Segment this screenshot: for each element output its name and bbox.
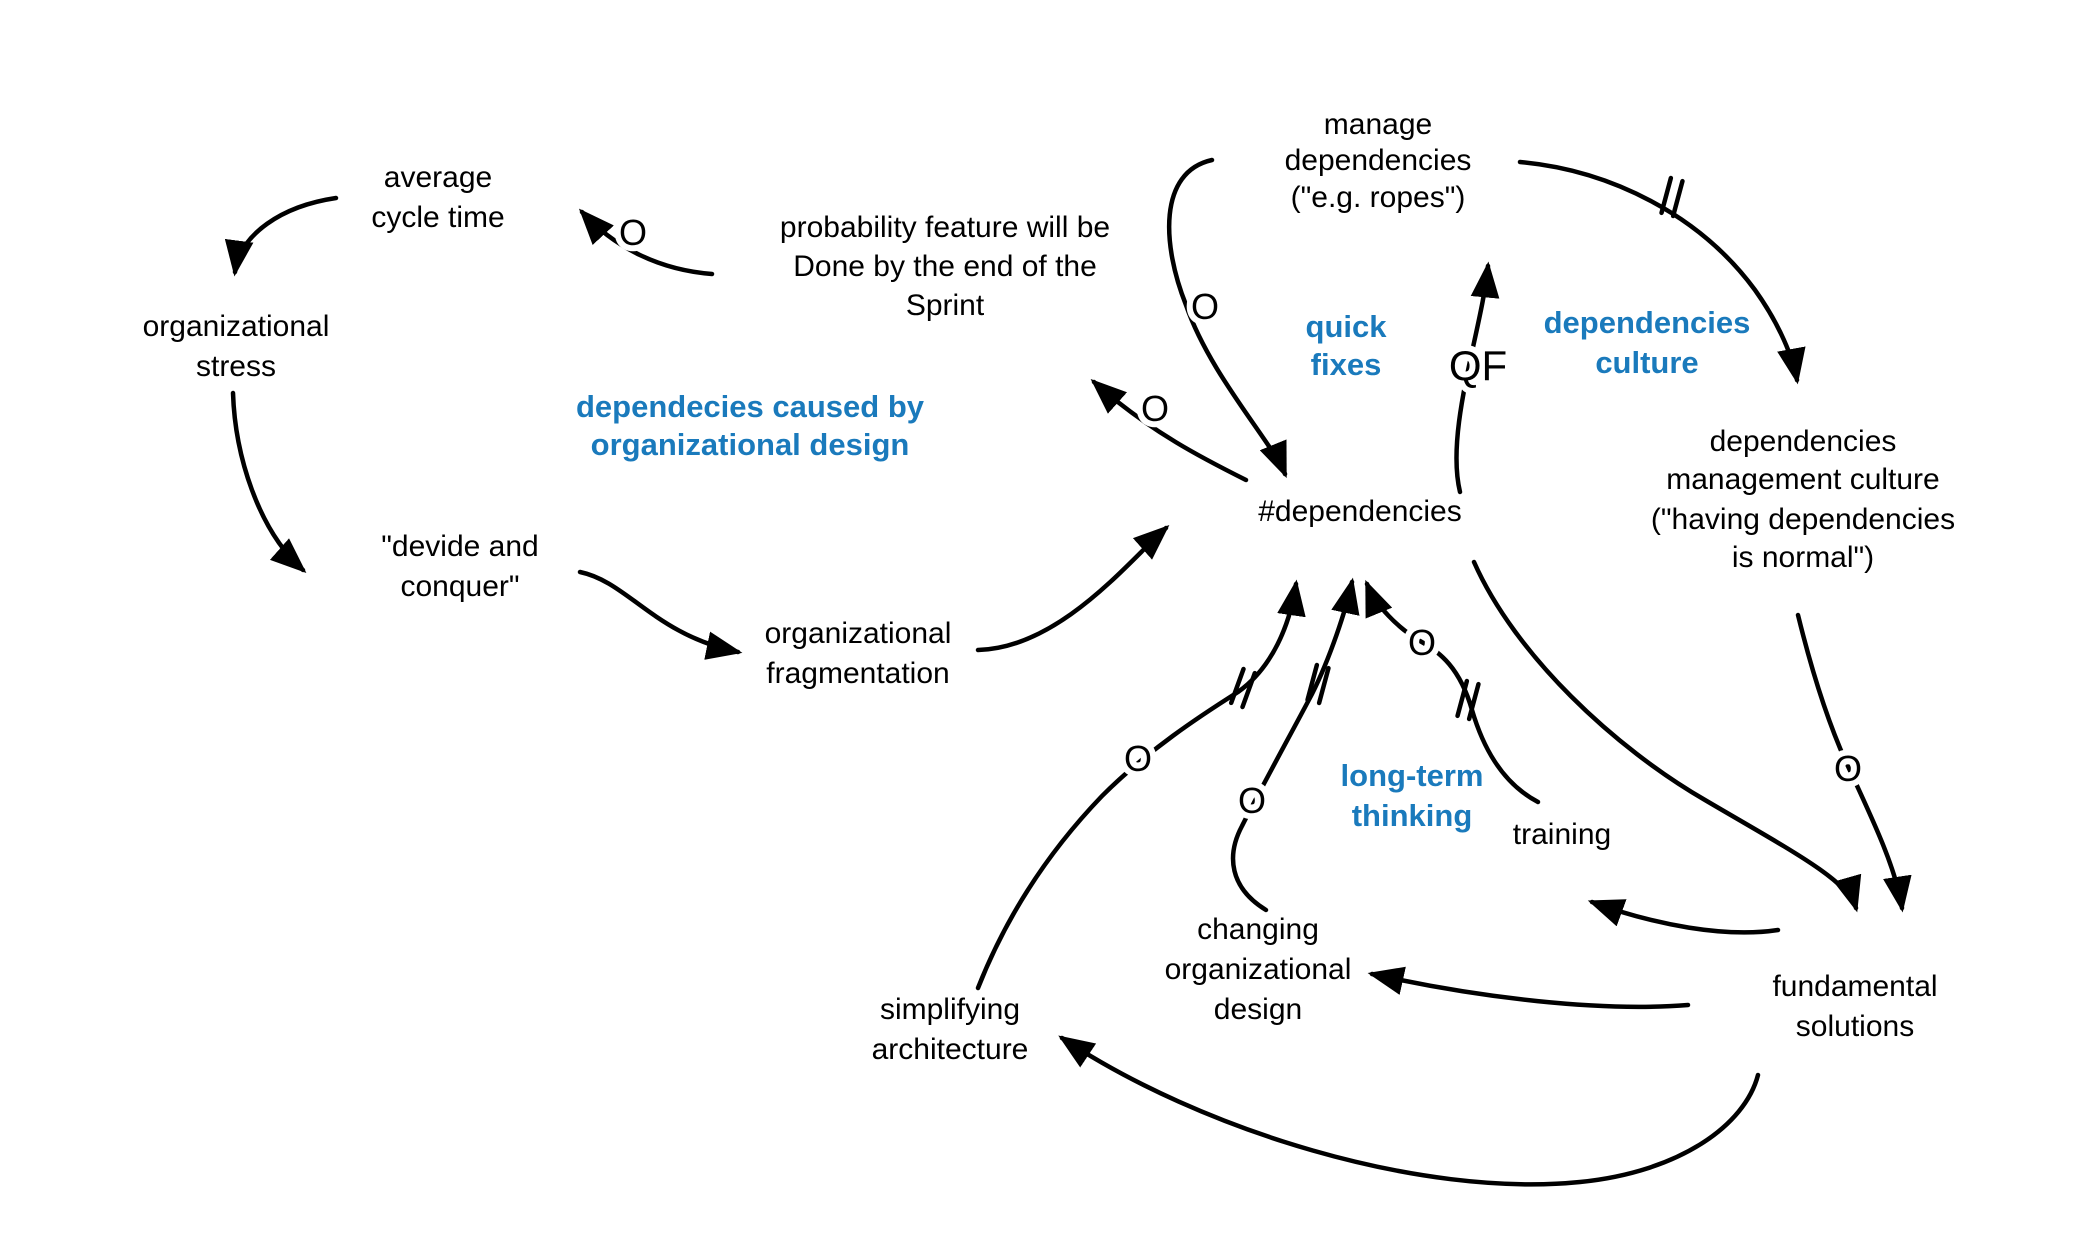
loop-captions: dependecies caused by organizational des… (576, 305, 1750, 833)
polarity-o-changing-to-dependencies: O (1238, 780, 1266, 821)
caption-caused-by-line2: organizational design (591, 427, 910, 462)
arrow-organizational-fragmentation-to-dependencies (975, 525, 1170, 653)
node-simplifying-architecture: simplifying architecture (872, 993, 1029, 1066)
node-fundamental-solutions: fundamental solutions (1772, 970, 1937, 1043)
node-simplifying-architecture-line1: simplifying (880, 993, 1020, 1026)
arrow-changing-org-design-to-dependencies (1230, 577, 1360, 913)
caption-caused-by-line1: dependecies caused by (576, 389, 925, 424)
node-organizational-stress-line2: stress (196, 350, 276, 383)
caption-dependencies-culture-line1: dependencies (1544, 305, 1751, 340)
node-dependencies-mgmt-culture-line4: is normal") (1732, 541, 1874, 574)
arrow-probability-to-average-cycle-time (578, 208, 715, 277)
node-changing-org-design: changing organizational design (1165, 913, 1352, 1026)
arrow-fundamental-solutions-to-changing-org-design (1367, 966, 1691, 1010)
caption-dependencies-culture-line2: culture (1595, 345, 1698, 380)
node-dependencies-mgmt-culture-line1: dependencies (1710, 425, 1897, 458)
node-organizational-fragmentation-line2: fragmentation (766, 657, 949, 690)
node-fundamental-solutions-line2: solutions (1796, 1010, 1914, 1043)
arrow-fundamental-solutions-to-training (1587, 899, 1781, 935)
caption-quick-fixes: quick fixes (1306, 309, 1388, 382)
delay-mark-manage-to-culture (1659, 175, 1685, 219)
arrow-dependencies-to-manage-dependencies-qf (1454, 261, 1500, 495)
caption-long-term-thinking-line1: long-term (1341, 758, 1484, 793)
caption-long-term-thinking-line2: thinking (1352, 798, 1473, 833)
delay-marks (1228, 175, 1685, 722)
node-devide-and-conquer-line2: conquer" (400, 570, 519, 603)
node-training-line1: training (1513, 818, 1611, 851)
arrow-devide-and-conquer-to-organizational-fragmentation (577, 569, 743, 660)
polarity-o-probability-to-average: O (619, 212, 647, 253)
link-arrows (224, 157, 1912, 1187)
arrow-fundamental-solutions-to-simplifying-architecture (1058, 1035, 1761, 1187)
node-dependencies-mgmt-culture-line2: management culture (1666, 463, 1940, 496)
polarity-o-culture-to-fundamental: O (1834, 748, 1862, 789)
node-average-cycle-time-line2: cycle time (371, 201, 504, 234)
arrow-simplifying-architecture-to-dependencies (975, 579, 1306, 991)
delay-mark-changing-to-dependencies (1305, 662, 1331, 706)
polarity-o-training-to-dependencies: O (1408, 622, 1436, 663)
node-manage-dependencies-line3: ("e.g. ropes") (1291, 181, 1466, 214)
node-organizational-fragmentation-line1: organizational (765, 617, 952, 650)
node-organizational-fragmentation: organizational fragmentation (765, 617, 952, 690)
node-labels: average cycle time organizational stress… (143, 108, 1956, 1066)
arrow-average-cycle-time-to-organizational-stress (224, 195, 339, 277)
arrow-dependencies-to-fundamental-solutions (1471, 559, 1862, 913)
node-changing-org-design-line1: changing (1197, 913, 1319, 946)
polarity-qf-dependencies-to-manage: QF (1449, 342, 1507, 389)
node-dependencies-mgmt-culture: dependencies management culture ("having… (1651, 425, 1955, 574)
arrow-dependencies-mgmt-culture-to-fundamental-solutions (1795, 612, 1912, 913)
caption-quick-fixes-line2: fixes (1311, 347, 1382, 382)
arrow-manage-dependencies-to-dependencies (1166, 157, 1288, 479)
arrow-dependencies-to-probability (1090, 379, 1249, 483)
caption-dependencies-caused-by-org-design: dependecies caused by organizational des… (576, 389, 925, 462)
caption-quick-fixes-line1: quick (1306, 309, 1388, 344)
node-fundamental-solutions-line1: fundamental (1772, 970, 1937, 1003)
polarity-o-simplifying-to-dependencies: O (1124, 738, 1152, 779)
node-changing-org-design-line3: design (1214, 993, 1302, 1026)
node-dependencies-count-line1: #dependencies (1258, 495, 1462, 528)
node-average-cycle-time-line1: average (384, 161, 492, 194)
node-manage-dependencies: manage dependencies ("e.g. ropes") (1285, 108, 1472, 214)
node-dependencies-count: #dependencies (1258, 495, 1462, 528)
node-simplifying-architecture-line2: architecture (872, 1033, 1029, 1066)
arrow-organizational-stress-to-devide-and-conquer (230, 390, 307, 573)
node-probability-done: probability feature will be Done by the … (780, 211, 1110, 322)
node-probability-done-line1: probability feature will be (780, 211, 1110, 244)
caption-dependencies-culture: dependencies culture (1544, 305, 1751, 380)
node-changing-org-design-line2: organizational (1165, 953, 1352, 986)
node-devide-and-conquer-line1: "devide and (381, 530, 538, 563)
node-training: training (1513, 818, 1611, 851)
delay-mark-training-to-dependencies (1455, 678, 1481, 722)
node-organizational-stress-line1: organizational (143, 310, 330, 343)
polarity-o-dependencies-to-probability: O (1141, 388, 1169, 429)
polarity-o-manage-to-dependencies: O (1191, 286, 1219, 327)
caption-long-term-thinking: long-term thinking (1341, 758, 1484, 833)
node-organizational-stress: organizational stress (143, 310, 330, 383)
delay-mark-simplifying-to-dependencies (1228, 666, 1258, 710)
node-manage-dependencies-line1: manage (1324, 108, 1432, 141)
node-average-cycle-time: average cycle time (371, 161, 504, 234)
node-probability-done-line3: Sprint (906, 289, 985, 322)
polarity-labels: O O O QF O O O O (613, 206, 1868, 827)
node-manage-dependencies-line2: dependencies (1285, 144, 1472, 177)
node-probability-done-line2: Done by the end of the (793, 250, 1097, 283)
node-devide-and-conquer: "devide and conquer" (381, 530, 538, 603)
arrow-training-to-dependencies (1364, 579, 1541, 805)
arrow-manage-dependencies-to-dependencies-mgmt-culture (1517, 159, 1806, 385)
node-dependencies-mgmt-culture-line3: ("having dependencies (1651, 503, 1955, 536)
